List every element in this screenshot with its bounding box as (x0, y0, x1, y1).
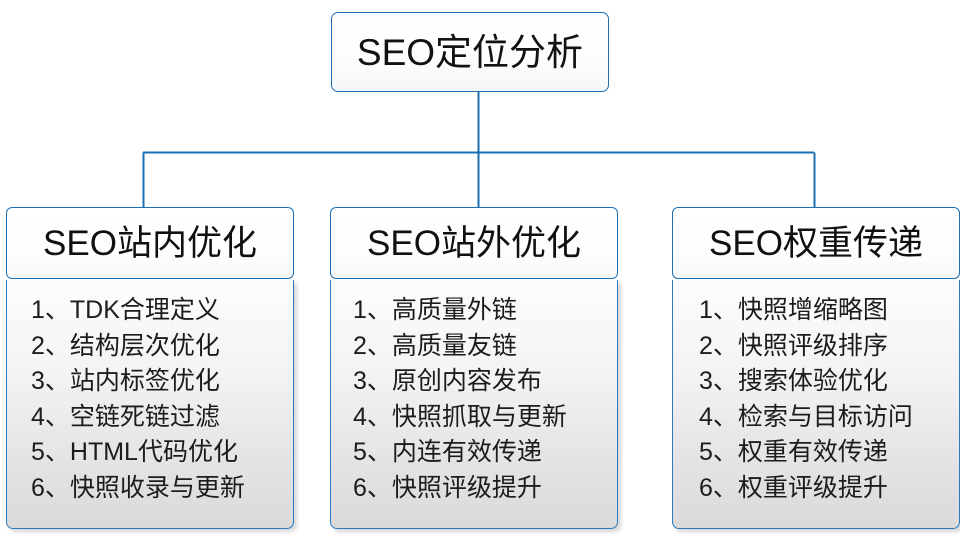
list-item: 6、快照收录与更新 (31, 473, 245, 502)
branch-1-item-list: 1、TDK合理定义 2、结构层次优化 3、站内标签优化 4、空链死链过滤 5、H… (7, 293, 293, 506)
root-node[interactable]: SEO定位分析 (331, 12, 609, 92)
list-item: 1、TDK合理定义 (31, 296, 220, 324)
list-item: 6、快照评级提升 (353, 473, 542, 502)
list-item: 3、原创内容发布 (353, 367, 542, 395)
branch-body-3: 1、快照增缩略图 2、快照评级排序 3、搜索体验优化 4、检索与目标访问 5、权… (672, 280, 960, 529)
list-item: 4、检索与目标访问 (699, 402, 913, 431)
list-item: 1、高质量外链 (353, 296, 517, 324)
branch-header-1[interactable]: SEO站内优化 (6, 207, 294, 279)
list-item: 5、HTML代码优化 (31, 438, 238, 466)
branch-column-3: SEO权重传递 1、快照增缩略图 2、快照评级排序 3、搜索体验优化 4、检索与… (672, 207, 960, 529)
list-item: 4、空链死链过滤 (31, 402, 220, 431)
list-item: 4、快照抓取与更新 (353, 402, 567, 431)
list-item: 3、搜索体验优化 (699, 367, 888, 395)
list-item: 5、内连有效传递 (353, 438, 542, 466)
branch-header-2[interactable]: SEO站外优化 (330, 207, 618, 279)
list-item: 1、快照增缩略图 (699, 296, 888, 324)
root-node-label: SEO定位分析 (356, 31, 584, 73)
branch-header-2-label: SEO站外优化 (367, 223, 581, 263)
branch-body-2: 1、高质量外链 2、高质量友链 3、原创内容发布 4、快照抓取与更新 5、内连有… (330, 280, 618, 529)
branch-header-3-label: SEO权重传递 (709, 223, 923, 263)
list-item: 2、结构层次优化 (31, 331, 220, 360)
branch-header-3[interactable]: SEO权重传递 (672, 207, 960, 279)
list-item: 6、权重评级提升 (699, 473, 888, 502)
branch-3-item-list: 1、快照增缩略图 2、快照评级排序 3、搜索体验优化 4、检索与目标访问 5、权… (673, 293, 959, 506)
branch-body-1: 1、TDK合理定义 2、结构层次优化 3、站内标签优化 4、空链死链过滤 5、H… (6, 280, 294, 529)
branch-header-1-label: SEO站内优化 (43, 223, 257, 263)
branch-2-item-list: 1、高质量外链 2、高质量友链 3、原创内容发布 4、快照抓取与更新 5、内连有… (331, 293, 617, 506)
list-item: 2、高质量友链 (353, 331, 517, 360)
list-item: 3、站内标签优化 (31, 367, 220, 395)
branch-column-2: SEO站外优化 1、高质量外链 2、高质量友链 3、原创内容发布 4、快照抓取与… (330, 207, 618, 529)
branch-column-1: SEO站内优化 1、TDK合理定义 2、结构层次优化 3、站内标签优化 4、空链… (6, 207, 294, 529)
list-item: 2、快照评级排序 (699, 331, 888, 360)
list-item: 5、权重有效传递 (699, 438, 888, 466)
